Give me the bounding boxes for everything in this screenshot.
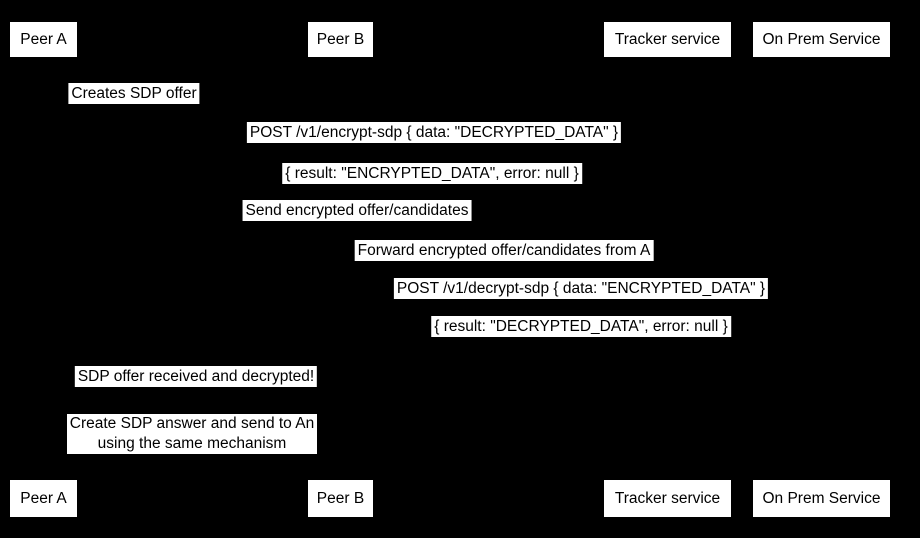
message-send-encrypted-offer: Send encrypted offer/candidates [242,200,472,221]
actor-label: Peer A [20,30,67,48]
message-forward-encrypted-offer: Forward encrypted offer/candidates from … [354,240,654,261]
message-post-decrypt-sdp: POST /v1/decrypt-sdp { data: "ENCRYPTED_… [393,278,769,299]
message-post-encrypt-sdp: POST /v1/encrypt-sdp { data: "DECRYPTED_… [246,122,622,143]
actor-box-tracker-service-top: Tracker service [604,22,731,57]
actor-box-peer-a-top: Peer A [10,22,77,57]
actor-box-peer-b-top: Peer B [308,22,373,57]
actor-box-on-prem-service-bottom: On Prem Service [753,480,890,517]
actor-label: Peer B [316,489,365,507]
actor-box-tracker-service-bottom: Tracker service [604,480,731,517]
note-line-2: using the same mechanism [97,435,287,452]
actor-box-on-prem-service-top: On Prem Service [753,22,890,57]
actor-box-peer-a-bottom: Peer A [10,480,77,517]
actor-label: On Prem Service [762,489,881,507]
actor-label: Tracker service [614,30,721,48]
message-creates-sdp-offer: Creates SDP offer [68,83,200,104]
actor-label: On Prem Service [762,30,881,48]
note-create-sdp-answer: Create SDP answer and send to An using t… [67,414,317,454]
note-line-1: Create SDP answer and send to An [69,415,315,432]
actor-label: Peer B [316,30,365,48]
actor-box-peer-b-bottom: Peer B [308,480,373,517]
actor-label: Peer A [20,489,67,507]
actor-label: Tracker service [614,489,721,507]
message-sdp-offer-received: SDP offer received and decrypted! [74,366,318,387]
message-result-decrypted-data: { result: "DECRYPTED_DATA", error: null … [431,316,731,337]
message-result-encrypted-data: { result: "ENCRYPTED_DATA", error: null … [282,163,582,184]
